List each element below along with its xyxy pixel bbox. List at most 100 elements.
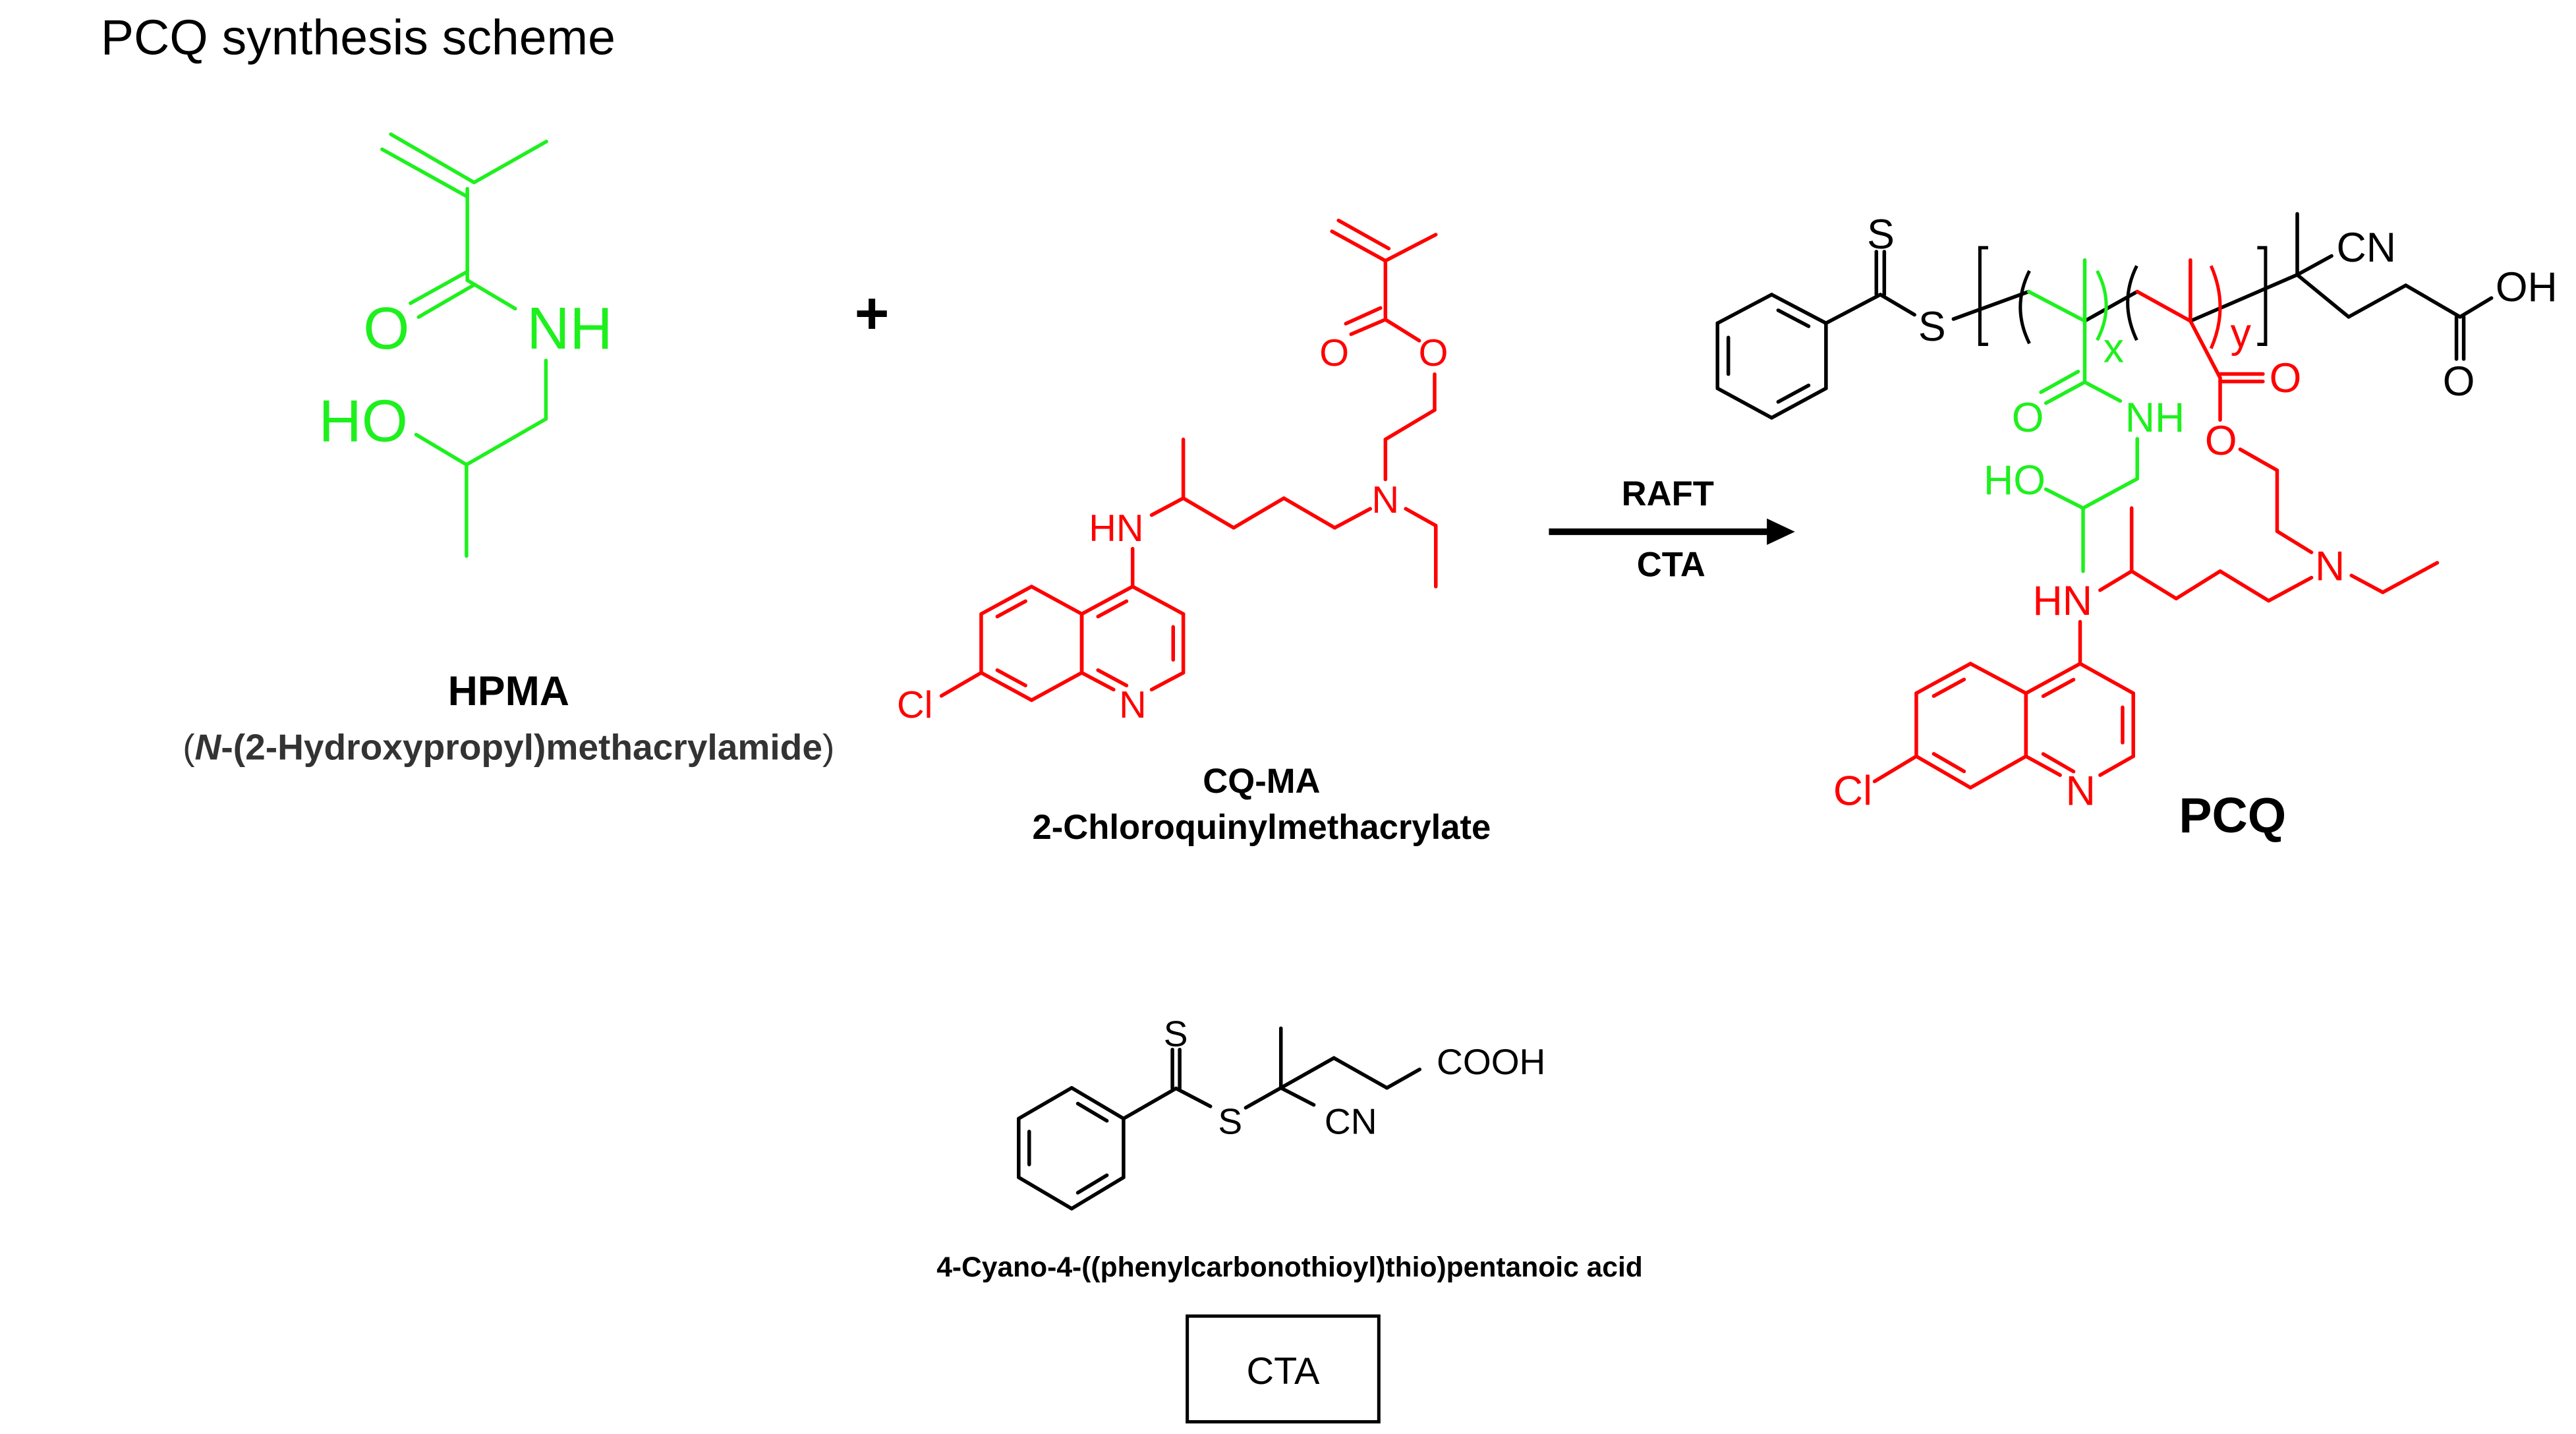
ring-bond (1769, 386, 1828, 420)
bond (1951, 289, 2031, 321)
atom-label: Cl (897, 684, 932, 726)
bond (939, 671, 983, 698)
hpma-fullname: (N-(2-Hydroxypropyl)methacrylamide) (183, 727, 834, 768)
bond (1149, 496, 1186, 517)
subscript-y: y (2231, 310, 2252, 357)
atom-label: NH (527, 295, 612, 362)
bond (409, 270, 469, 305)
bond (465, 416, 548, 467)
bond (2266, 575, 2314, 603)
bond (389, 132, 476, 185)
bond (1383, 233, 1438, 263)
atom-label: O (2205, 418, 2237, 464)
ring-bond (1715, 293, 1774, 326)
bond (1079, 671, 1116, 692)
bond (2081, 476, 2139, 510)
double-bond-inner (1776, 384, 1811, 404)
ring-bond (1070, 1175, 1126, 1211)
bond (1336, 218, 1391, 250)
atom-label: O (2012, 395, 2044, 441)
bond (1174, 1086, 1213, 1108)
double-bond-inner (1932, 677, 1966, 698)
double-bond-inner (2041, 677, 2076, 699)
ring-bond (1914, 662, 1972, 695)
bond (2347, 283, 2408, 319)
bond (2098, 754, 2135, 777)
ring-bond (1715, 386, 1774, 420)
double-bond-inner (1096, 668, 1129, 687)
cta-structure (1017, 1026, 1421, 1211)
bond (1232, 496, 1286, 530)
bond (2024, 754, 2062, 777)
bond (1332, 507, 1373, 530)
fullname-rest: -(2-Hydroxypropyl)methacrylamide (221, 727, 822, 768)
cqma-name: CQ-MA (1203, 762, 1320, 801)
atom-label: S (1867, 212, 1895, 258)
bond (472, 139, 548, 185)
page-title: PCQ synthesis scheme (101, 10, 615, 65)
paren-close-y (2209, 265, 2222, 349)
bond (2135, 289, 2192, 323)
atom-label: O (1319, 332, 1349, 374)
arrow-label-raft: RAFT (1622, 474, 1714, 513)
atom-label: N (1119, 684, 1147, 726)
cta-box (1186, 1314, 1381, 1423)
bond (1278, 1056, 1336, 1090)
atom-label: O (2443, 358, 2475, 405)
bond (2349, 573, 2385, 594)
bond (465, 278, 517, 311)
double-bond-inner (1932, 752, 1966, 774)
double-bond-inner (1075, 1101, 1109, 1123)
bond (380, 147, 469, 199)
ring-bond (1070, 1086, 1126, 1121)
double-bond-inner (995, 599, 1027, 619)
atom-label: N (2315, 543, 2345, 589)
double-bond-inner (1776, 308, 1811, 328)
bond (1344, 306, 1383, 326)
bond (1824, 293, 1883, 326)
bond (2082, 380, 2123, 403)
bond (1872, 754, 1918, 784)
atom-label: N (1372, 479, 1400, 521)
pcq-structure (1715, 212, 2494, 790)
paren: ) (822, 727, 834, 768)
ring-bond (1017, 1086, 1074, 1121)
bond (1278, 1086, 1316, 1107)
double-bond-inner (995, 668, 1027, 687)
bond (2295, 254, 2333, 277)
bond (2189, 319, 2222, 380)
ring-bond (1968, 754, 2028, 790)
ring-bond (1914, 754, 1972, 790)
cta-box-label: CTA (1246, 1350, 1320, 1392)
bond (1349, 318, 1388, 336)
ring-bond (1029, 585, 1084, 616)
atom-label: COOH (1437, 1041, 1545, 1082)
bond (2458, 296, 2494, 319)
atom-label: CN (2337, 225, 2396, 271)
double-bond-inner (1096, 599, 1129, 619)
atom-label: S (1164, 1014, 1188, 1054)
subscript-x: x (2104, 326, 2124, 372)
atom-label: S (1918, 304, 1946, 350)
ring-bond (1769, 293, 1828, 326)
ring-bond (1017, 1175, 1074, 1211)
bond (2044, 380, 2087, 405)
atom-label: HO (319, 387, 408, 454)
bond (2098, 569, 2134, 592)
bond (414, 432, 469, 467)
bond (1282, 496, 1337, 530)
polymer-bracket-close (2257, 246, 2268, 346)
atom-label: Cl (1833, 768, 1872, 814)
atom-label: O (2270, 355, 2302, 401)
atom-label: O (363, 295, 409, 362)
paren-open-y (2126, 265, 2138, 341)
ring-bond (979, 585, 1034, 616)
atom-label: NH (2125, 395, 2185, 441)
bond (1385, 1067, 1421, 1090)
bond (2218, 569, 2271, 603)
bond (1332, 1056, 1389, 1090)
atom-label: OH (2496, 264, 2558, 310)
polymer-bracket-open (1978, 246, 1988, 346)
cqma-fullname: 2-Chloroquinylmethacrylate (1033, 808, 1491, 847)
